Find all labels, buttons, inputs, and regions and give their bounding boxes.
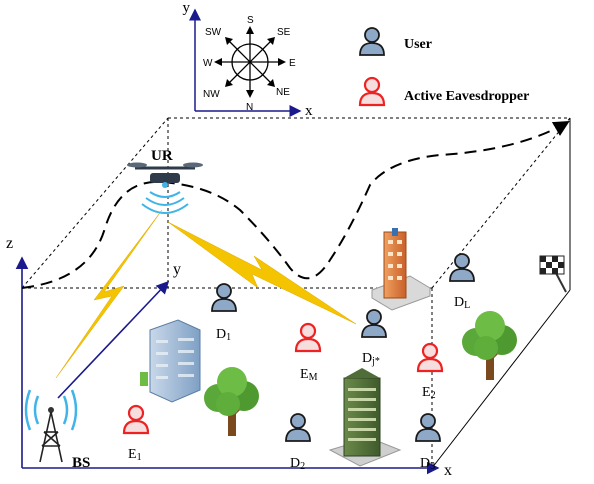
compass-sw: SW [205,27,222,38]
uav-trajectory [21,120,570,289]
user-dl: DL [449,253,475,311]
user-icon [361,309,387,338]
checkered-flag-icon [539,255,567,293]
axis-y-label: y [173,261,181,278]
uav-signal-icon [141,191,189,214]
bolt-uav-dj [167,221,357,325]
eavesdropper-em: EM [294,322,322,383]
eavesdropper-e1: E1 [122,404,150,463]
user-d3: D3 [415,413,441,472]
compass-axis-y: y [183,0,191,16]
building-icon [371,228,431,311]
compass-se: SE [277,27,291,38]
dl-label: DL [454,295,470,311]
e1-label: E1 [128,447,142,463]
compass-e: E [289,58,296,69]
em-label: EM [300,367,318,383]
legend-eavesdropper-label: Active Eavesdropper [404,89,529,104]
compass-w: W [203,58,213,69]
building-icon [328,368,402,467]
cell-tower-icon [24,389,78,463]
coordinate-axes: z y x [6,235,452,479]
eavesdropper-icon [294,322,322,353]
compass-ne: NE [276,87,290,98]
user-dj: Dj* [361,309,387,367]
d3-label: D3 [420,456,435,472]
eavesdropper-icon [416,342,444,373]
user-icon [285,413,311,442]
drone-icon [127,162,203,188]
user-d1: D1 [211,283,237,343]
uav-link-bolts [55,209,357,379]
legend-user-label: User [404,37,432,52]
bs-label: BS [72,455,90,471]
compass-s: S [247,15,254,26]
axis-x-label: x [444,462,452,479]
uav-label: UR [151,148,173,164]
compass-nw: NW [203,89,220,100]
d2-label: D2 [290,456,305,472]
compass-n: N [246,102,253,113]
axis-z-label: z [6,235,13,252]
user-d2: D2 [285,413,311,472]
legend-user-icon [359,27,385,56]
e2-label: E2 [422,385,436,401]
eavesdropper-e2: E2 [416,342,444,401]
user-icon [449,253,475,282]
eavesdropper-icon [122,404,150,435]
legend: User Active Eavesdropper [358,27,529,107]
building-icon [140,319,201,403]
compass-rose: y x S SW SE W E NW NE N [183,0,314,119]
user-icon [415,413,441,442]
bolt-bs-uav [55,209,163,379]
d1-label: D1 [216,327,231,343]
legend-eavesdropper-icon [358,76,386,107]
tree-icon [202,365,261,438]
dj-label: Dj* [362,351,380,367]
compass-axis-x: x [305,103,313,119]
